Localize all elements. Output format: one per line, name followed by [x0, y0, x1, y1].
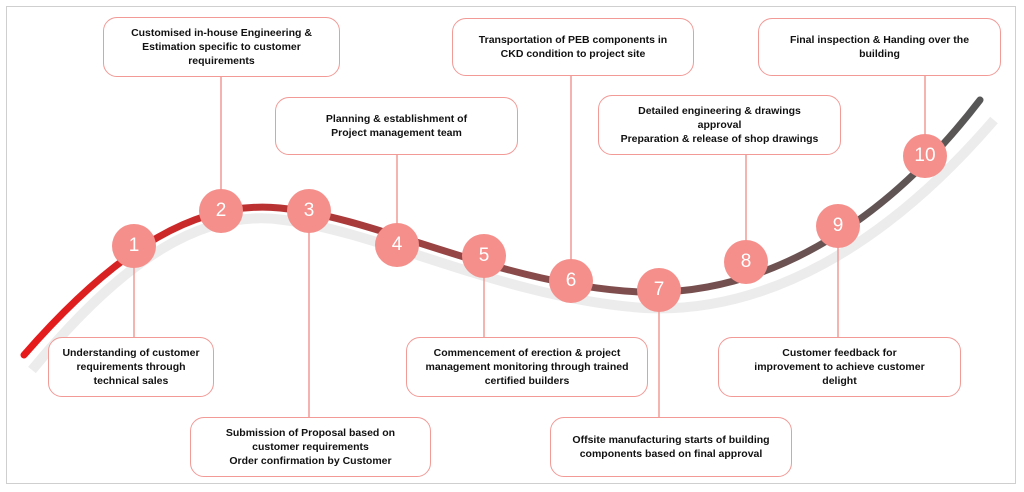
step-4-box: Planning & establishment of Project mana…	[275, 97, 518, 155]
step-6-node: 6	[549, 259, 593, 303]
step-5-node: 5	[462, 234, 506, 278]
step-1-node: 1	[112, 224, 156, 268]
step-1-box: Understanding of customer requirements t…	[48, 337, 214, 397]
step-8-node: 8	[724, 240, 768, 284]
step-2-node: 2	[199, 189, 243, 233]
step-10-box: Final inspection & Handing over the buil…	[758, 18, 1001, 76]
curve-shadow	[28, 116, 998, 374]
step-10-node: 10	[903, 134, 947, 178]
step-3-node: 3	[287, 189, 331, 233]
step-3-box: Submission of Proposal based on customer…	[190, 417, 431, 477]
step-7-box: Offsite manufacturing starts of building…	[550, 417, 792, 477]
step-7-node: 7	[637, 268, 681, 312]
step-9-node: 9	[816, 204, 860, 248]
step-4-node: 4	[375, 223, 419, 267]
step-6-box: Transportation of PEB components in CKD …	[452, 18, 694, 76]
step-9-box: Customer feedback for improvement to ach…	[718, 337, 961, 397]
step-5-box: Commencement of erection & project manag…	[406, 337, 648, 397]
step-2-box: Customised in-house Engineering & Estima…	[103, 17, 340, 77]
step-8-box: Detailed engineering & drawings approval…	[598, 95, 841, 155]
